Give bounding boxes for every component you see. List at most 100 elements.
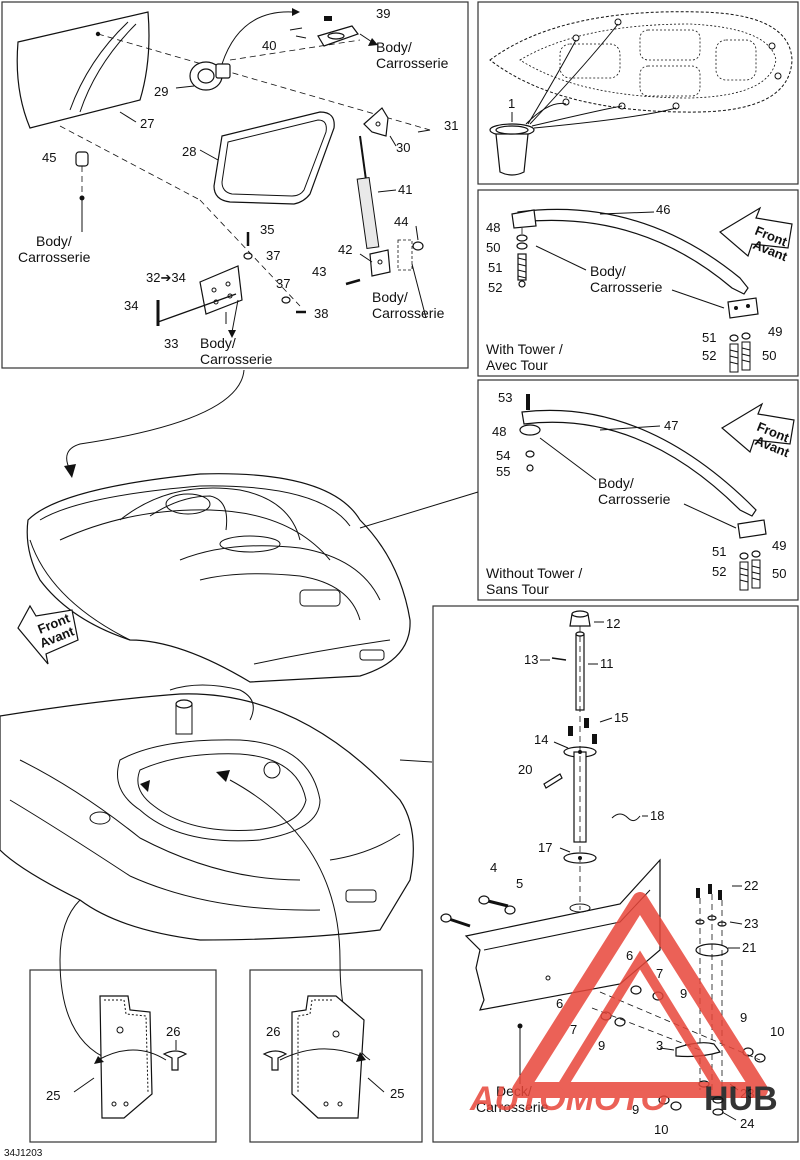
callout-37a: 37 (266, 248, 280, 263)
body-label-4b: Carrosserie (200, 351, 273, 367)
callout-51b: 51 (702, 330, 716, 345)
callout-28: 28 (182, 144, 196, 159)
grommet-45 (75, 151, 89, 232)
callout-13: 13 (524, 652, 538, 667)
panel-bracket-right (249, 969, 423, 1143)
callout-50a: 50 (486, 240, 500, 255)
cupholder-1 (489, 123, 535, 176)
callout-52a: 52 (488, 280, 502, 295)
watermark-logo: AUTOMOTO HUB (469, 892, 778, 1118)
rivet-26-right (262, 1050, 288, 1071)
callout-41: 41 (398, 182, 412, 197)
watermark-text-red: AUTOMOTO (469, 1080, 667, 1118)
screw-4-left (440, 913, 471, 928)
callout-35: 35 (260, 222, 274, 237)
bracket-30 (363, 107, 389, 137)
hinge-rod-33 (157, 293, 237, 323)
body-label-2a: Body/ (36, 233, 72, 249)
storage-hatch-group (16, 8, 431, 338)
panel-without-tower (477, 379, 799, 601)
callout-46: 46 (656, 202, 670, 217)
callout-47: 47 (664, 418, 678, 433)
body-label-6a: Body/ (598, 475, 634, 491)
leader-bracket-left (59, 899, 111, 1061)
with-tower-label-a: With Tower / (486, 341, 563, 357)
lid-panel-27 (16, 11, 150, 129)
callout-7b: 7 (570, 1022, 577, 1037)
callout-7a: 7 (656, 966, 663, 981)
screw-4-right (478, 895, 516, 915)
callout-40: 40 (262, 38, 276, 53)
without-tower-label-a: Without Tower / (486, 565, 582, 581)
panel-bracket-left (29, 969, 217, 1143)
callout-9c: 9 (740, 1010, 747, 1025)
deck-section (464, 858, 661, 1011)
body-label-3b: Carrosserie (372, 305, 445, 321)
body-label-6b: Carrosserie (598, 491, 671, 507)
rail-47 (521, 409, 757, 517)
callout-51c: 51 (712, 544, 726, 559)
body-label-1a: Body/ (376, 39, 412, 55)
callout-18: 18 (650, 808, 664, 823)
callout-32-34: 32➔34 (146, 270, 186, 285)
callout-50c: 50 (772, 566, 786, 581)
callout-1: 1 (508, 96, 515, 111)
callout-55: 55 (496, 464, 510, 479)
lid-panel-detail (69, 21, 129, 111)
callout-53: 53 (498, 390, 512, 405)
rail-46 (517, 208, 749, 295)
body-label-1b: Carrosserie (376, 55, 449, 71)
callout-44: 44 (394, 214, 408, 229)
bracket-right-group: 26 25 (262, 995, 404, 1119)
callout-25a: 25 (46, 1088, 60, 1103)
callout-52c: 52 (712, 564, 726, 579)
with-tower-group: Front Avant 46 48 50 51 52 49 51 52 50 B… (486, 202, 793, 373)
body-label-5b: Carrosserie (590, 279, 663, 295)
front-arrow-icon-3 (17, 604, 79, 665)
body-label-2b: Carrosserie (18, 249, 91, 265)
panel-with-tower (477, 189, 799, 377)
hinge-plate-34 (199, 265, 243, 324)
callout-29: 29 (154, 84, 168, 99)
leader-top-panel (66, 369, 245, 471)
bracket-42 (369, 249, 391, 277)
callout-38: 38 (314, 306, 328, 321)
callout-52b: 52 (702, 348, 716, 363)
callout-50b: 50 (762, 348, 776, 363)
callout-21: 21 (742, 940, 756, 955)
callout-24: 24 (740, 1116, 754, 1131)
callout-37b: 37 (276, 276, 290, 291)
lock-29 (189, 8, 300, 91)
callout-43: 43 (312, 264, 326, 279)
with-tower-label-b: Avec Tour (486, 357, 548, 373)
body-label-4a: Body/ (200, 335, 236, 351)
callout-51a: 51 (488, 260, 502, 275)
callout-14: 14 (534, 732, 548, 747)
callout-54: 54 (496, 448, 510, 463)
latch-plate-39 (289, 16, 378, 47)
callout-9a: 9 (680, 986, 687, 1001)
without-tower-group: Front Avant 47 53 48 54 55 49 51 52 50 B… (486, 390, 795, 597)
watermark-text-black: HUB (704, 1080, 778, 1118)
callout-10b: 10 (654, 1122, 668, 1137)
callout-30: 30 (396, 140, 410, 155)
panel-top-left (1, 1, 469, 369)
seal-frame-28 (213, 111, 335, 205)
callout-3: 3 (656, 1038, 663, 1053)
deck-label-b: Carrosserie (476, 1099, 549, 1115)
callout-27: 27 (140, 116, 154, 131)
body-label-5a: Body/ (590, 263, 626, 279)
callout-45: 45 (42, 150, 56, 165)
bracket-25-right (291, 995, 365, 1119)
boat-overview (26, 369, 479, 683)
front-arrow-icon-1 (718, 206, 793, 258)
callout-5: 5 (516, 876, 523, 891)
callout-26b: 26 (266, 1024, 280, 1039)
callout-10a: 10 (770, 1024, 784, 1039)
callout-48b: 48 (492, 424, 506, 439)
hull-top-view (489, 11, 793, 113)
callout-39: 39 (376, 6, 390, 21)
panel-cupholder (477, 1, 799, 185)
